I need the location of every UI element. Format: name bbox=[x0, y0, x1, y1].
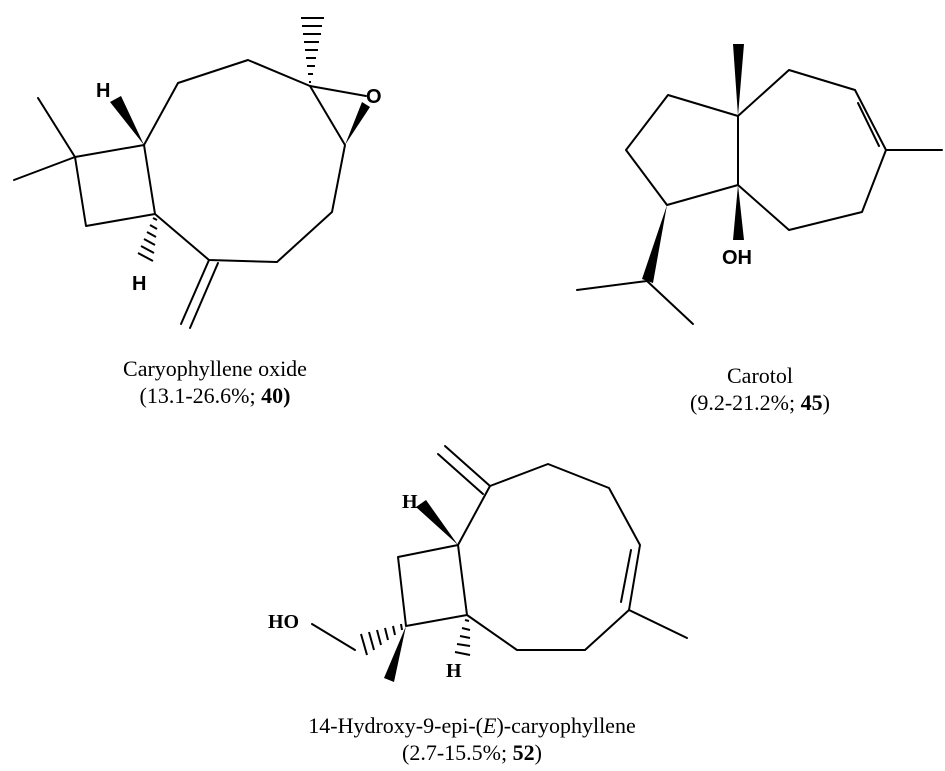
cyclobutane-ring bbox=[397, 544, 468, 627]
atom-hydroxyl: OH bbox=[722, 247, 752, 269]
compound-name-italic: E bbox=[483, 713, 497, 738]
caption-caryophyllene-oxide: Caryophyllene oxide (13.1-26.6%; 40) bbox=[95, 355, 335, 409]
methyl-bond-1 bbox=[37, 97, 76, 158]
wedge-methyl-bottom bbox=[384, 626, 406, 682]
atom-h-top: H bbox=[96, 80, 110, 102]
compound-name: Caryophyllene oxide bbox=[123, 356, 307, 381]
isopropyl-wedge bbox=[642, 205, 667, 283]
ch2-oh-bond bbox=[311, 623, 356, 651]
compound-range-line: (9.2-21.2%; 45) bbox=[690, 390, 830, 415]
atom-oxygen: O bbox=[366, 86, 382, 108]
compound-name: Carotol bbox=[727, 363, 793, 388]
compound-name-prefix: 14-Hydroxy-9-epi-( bbox=[308, 713, 483, 738]
compound-range: 13.1-26.6% bbox=[146, 383, 250, 408]
methyl-bond-2 bbox=[13, 156, 76, 181]
seven-membered-ring bbox=[737, 69, 887, 231]
compound-id: 40 bbox=[261, 383, 284, 408]
compound-id: 52 bbox=[512, 740, 535, 765]
angular-methyl-wedge bbox=[733, 44, 744, 116]
wedge-h-top bbox=[110, 96, 144, 145]
cyclopentane-ring bbox=[625, 94, 739, 206]
alkene-methyl-bond bbox=[628, 609, 688, 639]
compound-id: 45 bbox=[800, 390, 823, 415]
epoxide-bond-1 bbox=[309, 85, 367, 97]
atom-h-top: H bbox=[402, 491, 418, 513]
compound-name: 14-Hydroxy-9-epi-(E)-caryophyllene bbox=[272, 712, 672, 739]
carotol-structure: OH bbox=[576, 44, 943, 325]
ring-double-bond bbox=[857, 102, 880, 147]
methylene-bond-b bbox=[189, 262, 219, 329]
hashed-methyl-top bbox=[301, 17, 324, 83]
compound-name-suffix: )-caryophyllene bbox=[496, 713, 636, 738]
hashed-h-bottom bbox=[137, 217, 158, 262]
nine-membered-ring bbox=[457, 463, 641, 651]
atom-hydroxyl: HO bbox=[268, 611, 299, 633]
compound-range-line: (13.1-26.6%; 40) bbox=[139, 383, 291, 408]
nine-membered-ring bbox=[143, 59, 346, 263]
ring-double-bond bbox=[620, 549, 632, 603]
compound-range: 9.2-21.2% bbox=[697, 390, 790, 415]
caption-carotol: Carotol (9.2-21.2%; 45) bbox=[660, 362, 860, 416]
cyclobutane-ring bbox=[74, 144, 156, 227]
compound-range-line: (2.7-15.5%; 52) bbox=[402, 740, 542, 765]
hydroxyl-wedge bbox=[733, 185, 744, 240]
caryophyllene-oxide-structure: H H O bbox=[13, 17, 382, 329]
methylene-bond-b bbox=[437, 453, 484, 495]
caption-hydroxy-caryophyllene: 14-Hydroxy-9-epi-(E)-caryophyllene (2.7-… bbox=[272, 712, 672, 766]
methylene-bond-a bbox=[444, 445, 491, 487]
isopropyl-bond-1 bbox=[576, 280, 648, 291]
hydroxy-caryophyllene-structure: H H HO bbox=[268, 445, 688, 682]
isopropyl-bond-2 bbox=[646, 280, 694, 325]
hashed-ch2-bond bbox=[360, 623, 403, 656]
wedge-h-top bbox=[416, 500, 458, 545]
compound-range: 2.7-15.5% bbox=[409, 740, 502, 765]
hashed-h-bottom bbox=[454, 619, 471, 656]
epoxide-wedge bbox=[345, 102, 370, 145]
atom-h-bottom: H bbox=[446, 660, 462, 682]
methylene-bond-a bbox=[180, 259, 210, 325]
atom-h-bottom: H bbox=[132, 273, 146, 295]
